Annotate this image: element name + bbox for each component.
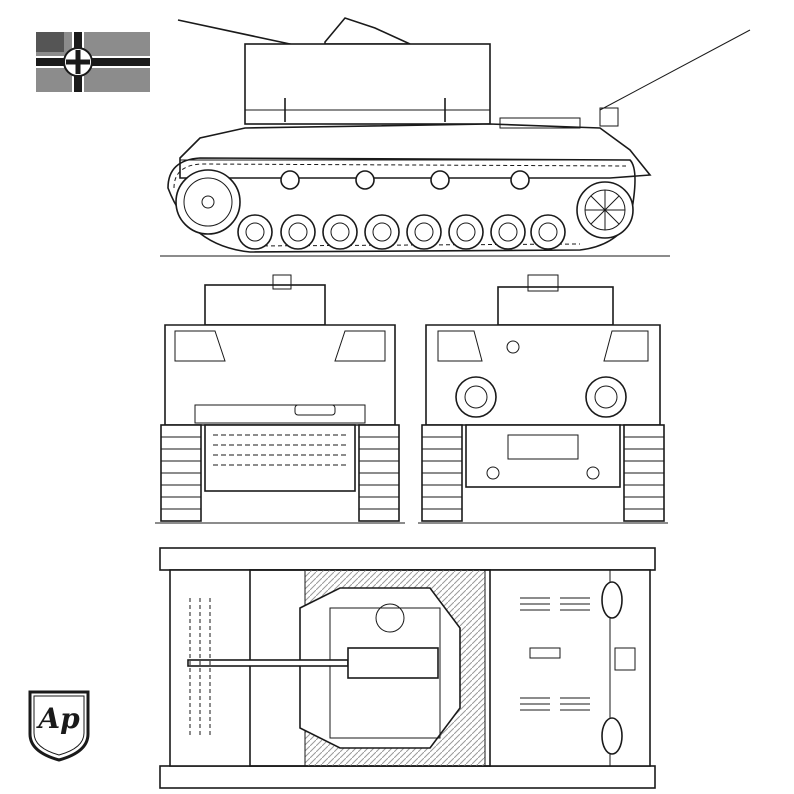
war-ensign-icon [36, 32, 150, 92]
logo-text: Ap [38, 702, 80, 735]
ap-shield-logo-icon [28, 690, 90, 762]
tank-top-view-icon [159, 547, 656, 789]
tank-rear-view-icon [418, 274, 668, 524]
tank-side-view-icon [160, 17, 751, 257]
ap-shield-logo: Ap [28, 690, 90, 762]
tank-front-view-icon [155, 274, 405, 524]
